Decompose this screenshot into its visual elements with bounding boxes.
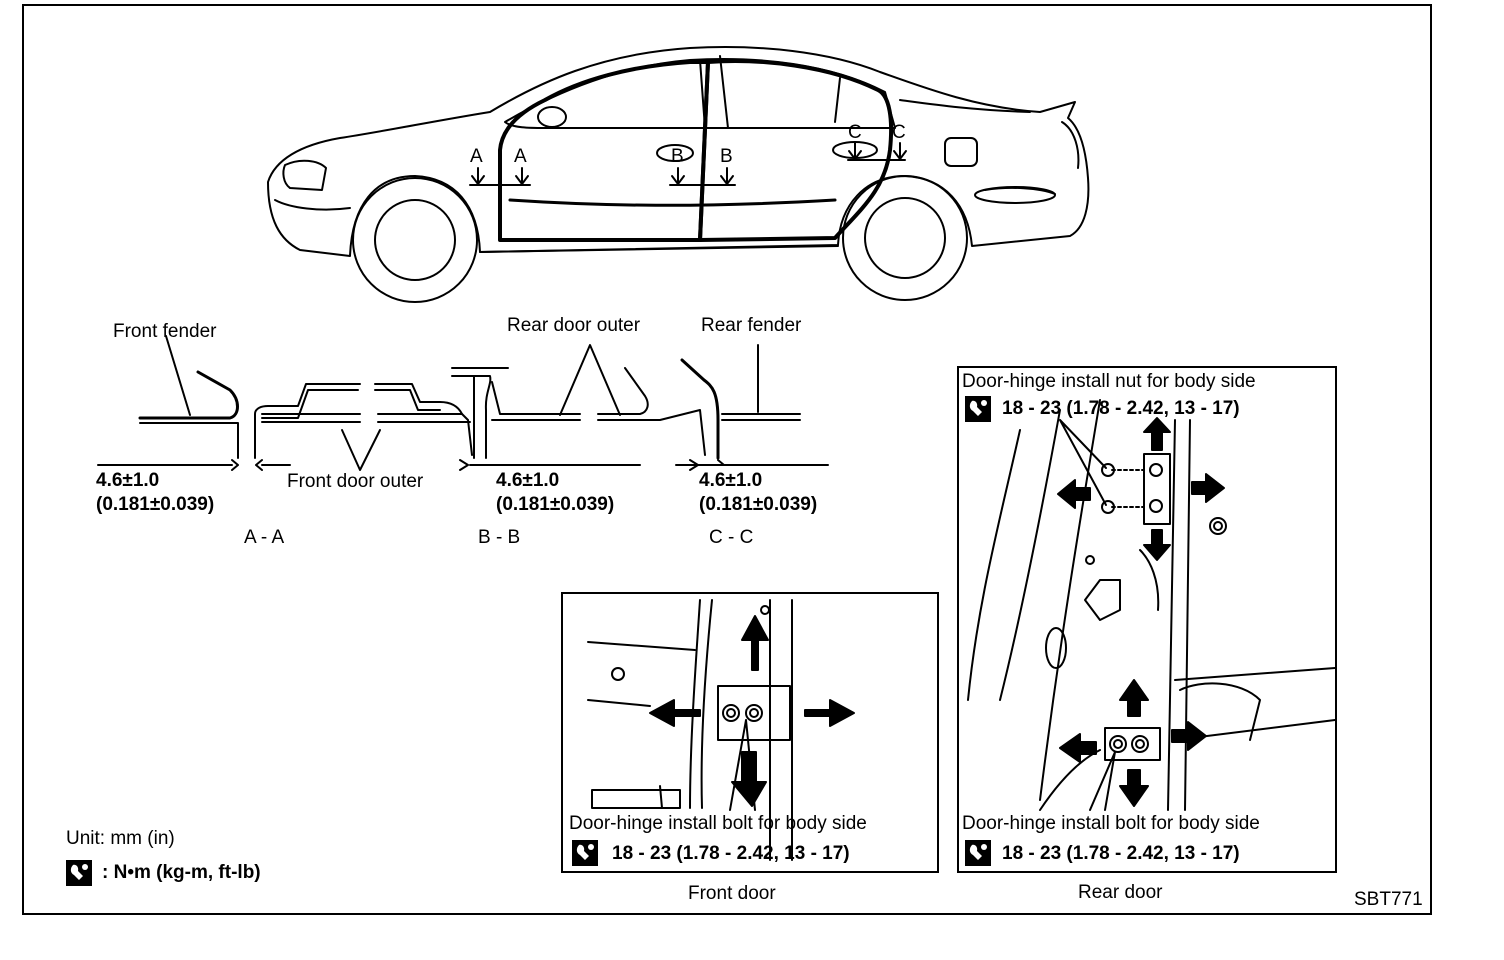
rear-door-detail bbox=[967, 399, 1336, 811]
bb-dim-in: (0.181±0.039) bbox=[496, 494, 615, 515]
torque-wrench-icon bbox=[965, 840, 991, 866]
torque-wrench-icon bbox=[965, 396, 991, 422]
cc-dim-mm: 4.6±1.0 bbox=[699, 470, 763, 491]
label-rear-fender: Rear fender bbox=[701, 315, 802, 336]
rear-door-nut-torque: 18 - 23 (1.78 - 2.42, 13 - 17) bbox=[1002, 398, 1240, 419]
marker-a-right: A bbox=[514, 146, 527, 167]
rear-door-nut-label: Door-hinge install nut for body side bbox=[962, 371, 1256, 392]
rear-door-box bbox=[957, 366, 1337, 873]
marker-c-left: C bbox=[848, 122, 862, 143]
rear-door-bolt-label: Door-hinge install bolt for body side bbox=[962, 813, 1260, 834]
marker-c-right: C bbox=[892, 122, 906, 143]
bb-label: B - B bbox=[478, 527, 521, 548]
figure-frame bbox=[22, 4, 1432, 915]
label-rear-door-outer: Rear door outer bbox=[507, 315, 641, 336]
front-door-box bbox=[561, 592, 939, 873]
rear-door-caption: Rear door bbox=[1078, 882, 1163, 903]
front-door-caption: Front door bbox=[688, 883, 776, 904]
front-door-torque: 18 - 23 (1.78 - 2.42, 13 - 17) bbox=[612, 843, 850, 864]
marker-b-left: B bbox=[671, 146, 684, 167]
label-front-fender: Front fender bbox=[113, 321, 217, 342]
rear-door-bolt-torque: 18 - 23 (1.78 - 2.42, 13 - 17) bbox=[1002, 843, 1240, 864]
figure-code: SBT771 bbox=[1354, 889, 1423, 910]
aa-dim-mm: 4.6±1.0 bbox=[96, 470, 160, 491]
bb-dim-mm: 4.6±1.0 bbox=[496, 470, 560, 491]
car-side-view bbox=[267, 46, 1090, 303]
marker-a-left: A bbox=[470, 146, 483, 167]
aa-dim-in: (0.181±0.039) bbox=[96, 494, 215, 515]
front-door-bolt-label: Door-hinge install bolt for body side bbox=[569, 813, 867, 834]
torque-wrench-icon bbox=[66, 860, 92, 886]
marker-b-right: B bbox=[720, 146, 733, 167]
torque-units-label: : N•m (kg-m, ft-lb) bbox=[102, 862, 261, 883]
section-profiles bbox=[97, 335, 829, 471]
aa-label: A - A bbox=[244, 527, 285, 548]
cc-dim-in: (0.181±0.039) bbox=[699, 494, 818, 515]
cc-label: C - C bbox=[709, 527, 754, 548]
front-door-detail bbox=[587, 599, 855, 861]
torque-wrench-icon bbox=[572, 840, 598, 866]
label-front-door-outer: Front door outer bbox=[287, 471, 424, 492]
unit-label: Unit: mm (in) bbox=[66, 828, 175, 849]
